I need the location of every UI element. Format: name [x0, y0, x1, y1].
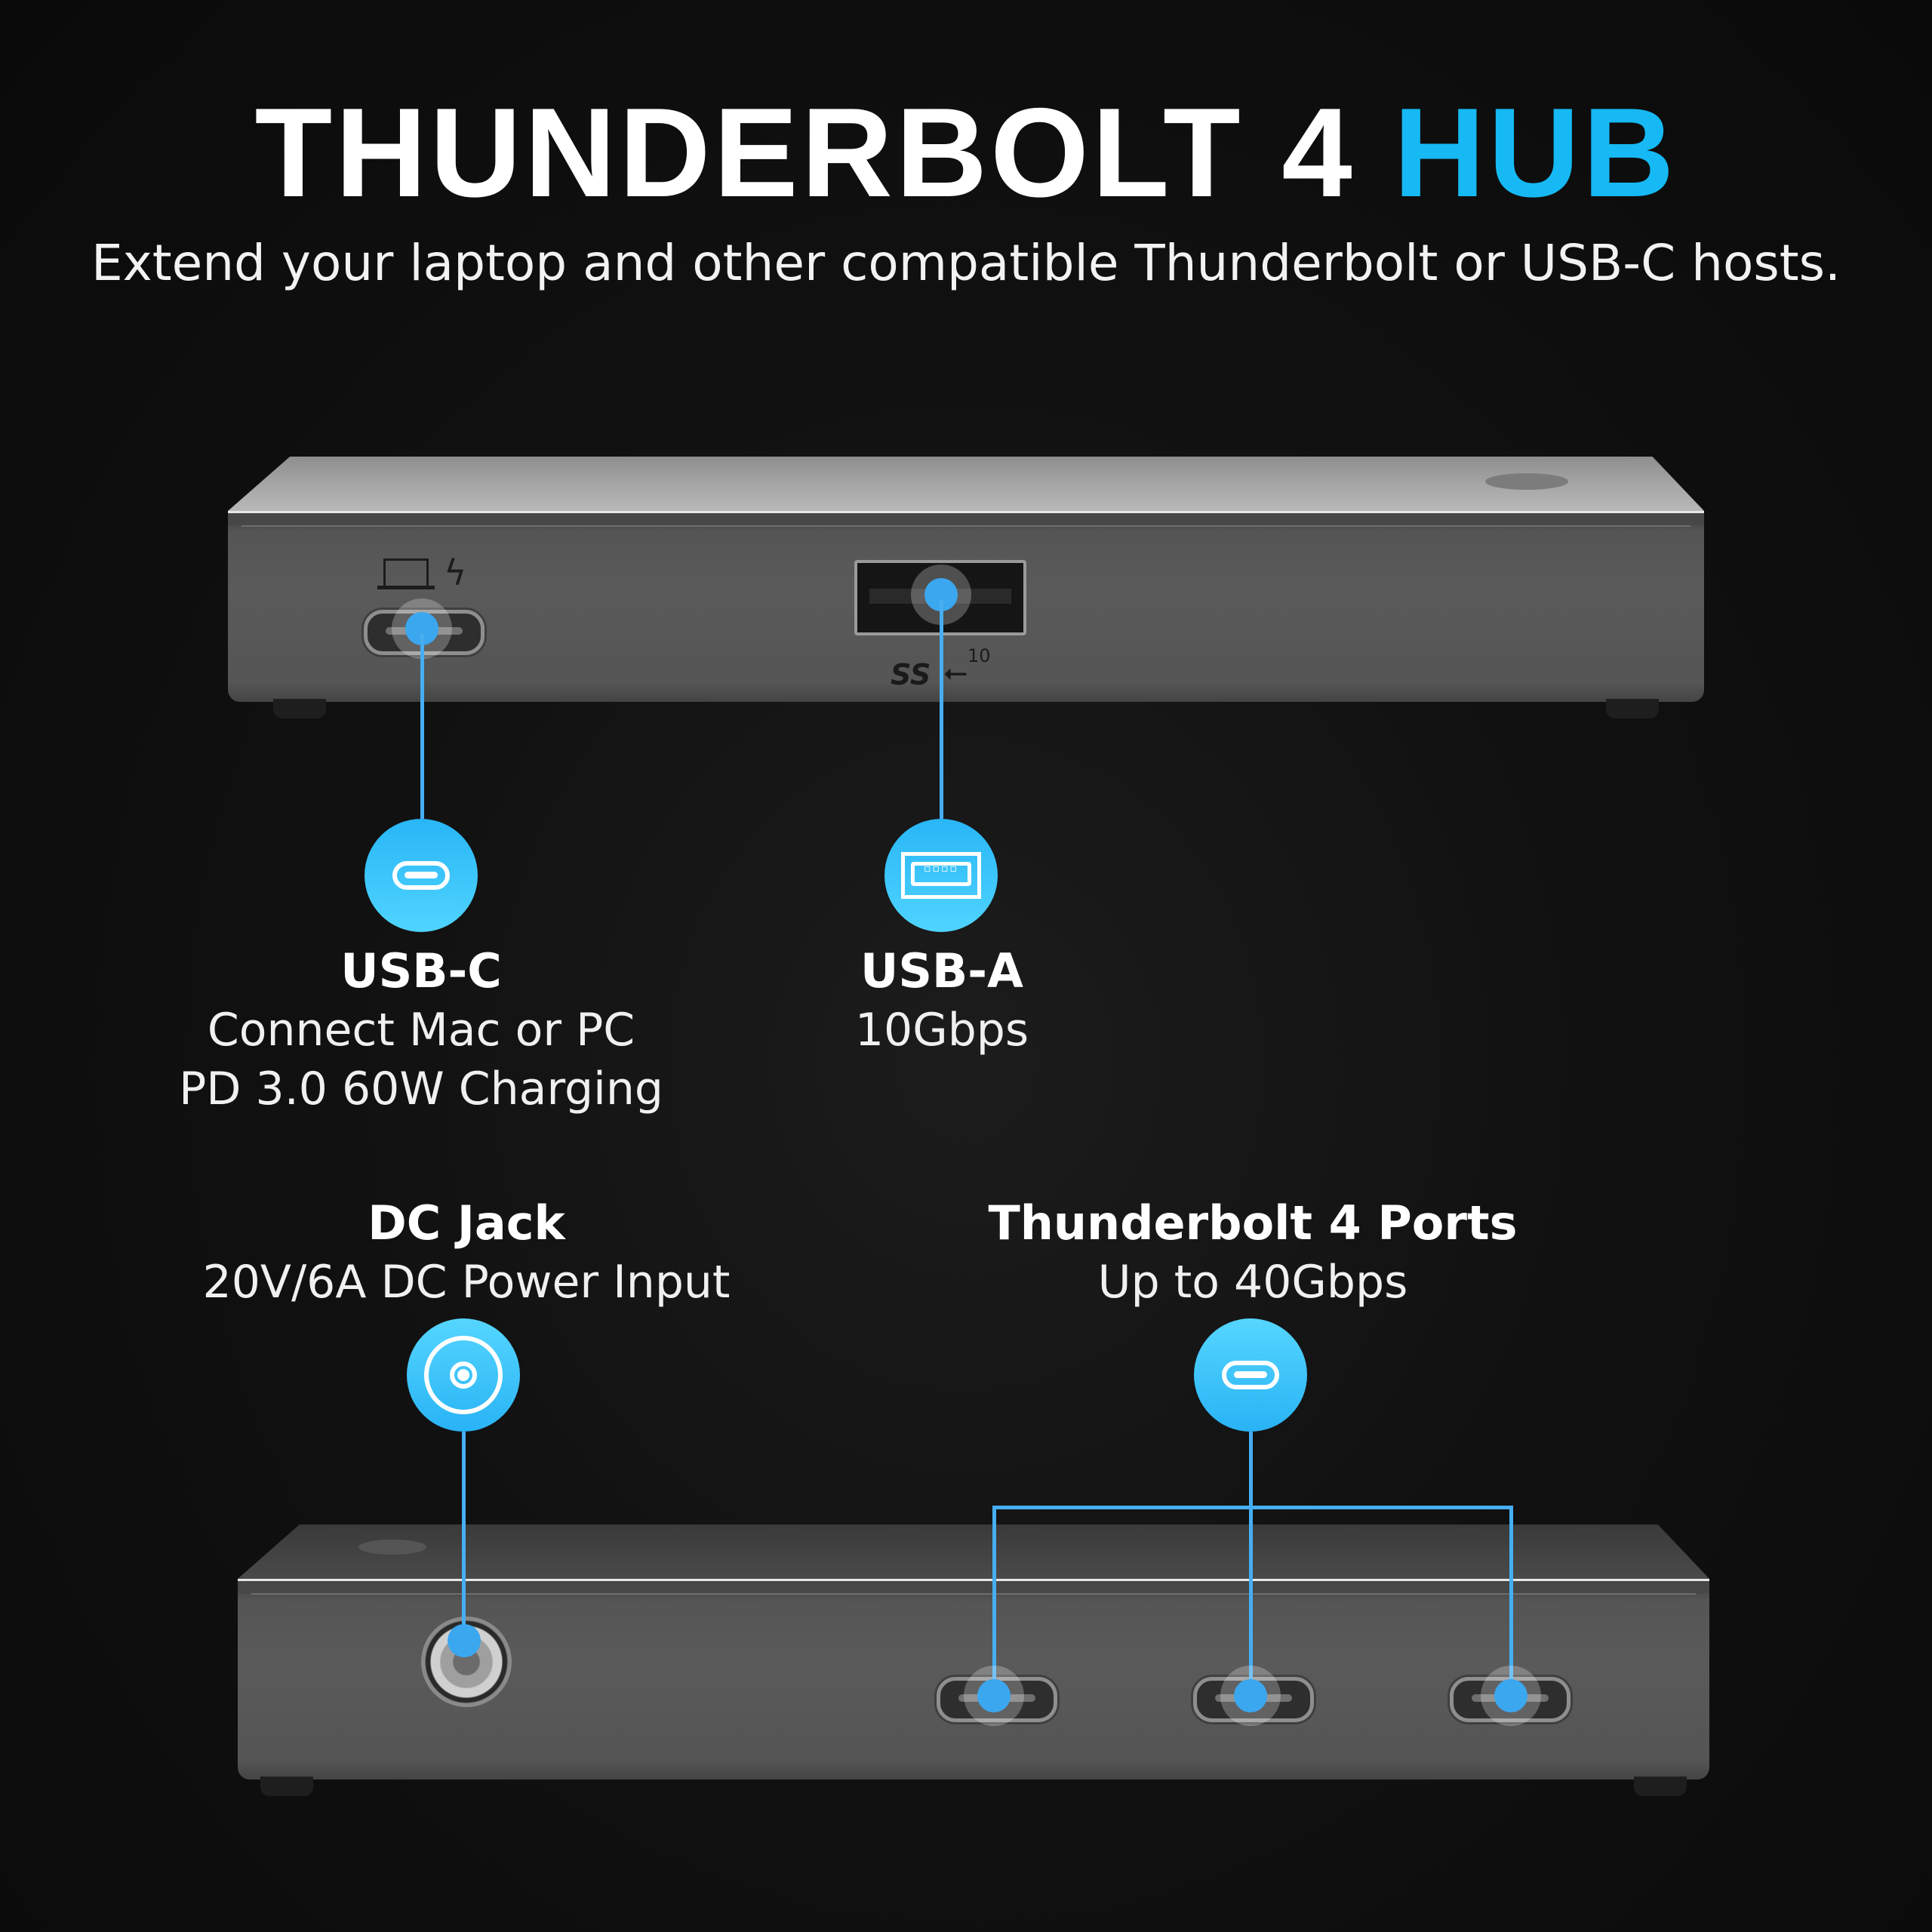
device-top-surface: [228, 457, 1704, 511]
usb-c-badge: [365, 819, 478, 932]
tb4-callout-bar: [992, 1506, 1513, 1509]
usb-c-icon: [1222, 1361, 1279, 1389]
hub-front-view: [228, 457, 1704, 724]
tb4-badge: [1194, 1318, 1307, 1432]
brand-logo-icon: [358, 1540, 426, 1555]
device-foot: [1634, 1777, 1687, 1796]
device-top-surface: [238, 1524, 1709, 1579]
page-subtitle: Extend your laptop and other compatible …: [91, 234, 1841, 292]
device-foot: [273, 699, 326, 718]
dc-jack-label: DC Jack 20V/6A DC Power Input: [165, 1194, 768, 1312]
dc-jack-callout-line: [462, 1432, 466, 1635]
usb-c-title: USB-C: [340, 943, 502, 998]
usb-c-label: USB-C Connect Mac or PC PD 3.0 60W Charg…: [119, 942, 723, 1118]
device-rim: [228, 511, 1704, 513]
usb-trident-icon: ⭠: [943, 655, 968, 690]
device-foot: [260, 1777, 313, 1796]
tb4-line-1: Up to 40Gbps: [1097, 1256, 1408, 1309]
tb4-callout-branch-1: [992, 1506, 996, 1700]
page-title: THUNDERBOLT 4 HUB: [0, 89, 1932, 216]
laptop-base: [377, 586, 435, 589]
usb-a-label: USB-A 10Gbps: [715, 942, 1168, 1060]
usb-a-callout-line: [940, 600, 943, 819]
usb-c-callout-line: [420, 634, 424, 819]
brand-logo-icon: [1485, 473, 1568, 490]
device-rim: [238, 1579, 1709, 1581]
title-main: THUNDERBOLT 4: [254, 82, 1355, 223]
dc-jack-title: DC Jack: [368, 1195, 565, 1251]
tb4-port-2-dot: [1234, 1679, 1267, 1712]
usb-c-line-2: PD 3.0 60W Charging: [179, 1063, 663, 1115]
dc-jack-icon: [424, 1336, 503, 1414]
usb-a-badge: [884, 819, 998, 932]
tb4-port-1-dot: [977, 1679, 1011, 1712]
dc-jack-badge: [407, 1318, 520, 1432]
usb-a-title: USB-A: [860, 943, 1023, 998]
tb4-callout-trunk: [1249, 1432, 1253, 1700]
dc-jack-line-1: 20V/6A DC Power Input: [202, 1256, 731, 1309]
tb4-callout-branch-3: [1509, 1506, 1513, 1700]
usb-a-icon: [901, 852, 981, 899]
tb4-title: Thunderbolt 4 Ports: [988, 1195, 1518, 1251]
thunderbolt-icon: ϟ: [444, 552, 467, 593]
usb-c-line-1: Connect Mac or PC: [207, 1004, 635, 1057]
title-accent: HUB: [1393, 82, 1678, 223]
tb4-label: Thunderbolt 4 Ports Up to 40Gbps: [951, 1194, 1555, 1312]
superspeed-label: SS: [891, 658, 931, 691]
tb4-port-3-dot: [1494, 1679, 1527, 1712]
usb-a-line-1: 10Gbps: [854, 1004, 1029, 1057]
laptop-icon: [383, 558, 429, 588]
usb-c-icon: [392, 861, 450, 890]
device-foot: [1606, 699, 1659, 718]
dc-jack-callout-dot: [448, 1624, 481, 1657]
speed-label-10: 10: [968, 645, 991, 666]
